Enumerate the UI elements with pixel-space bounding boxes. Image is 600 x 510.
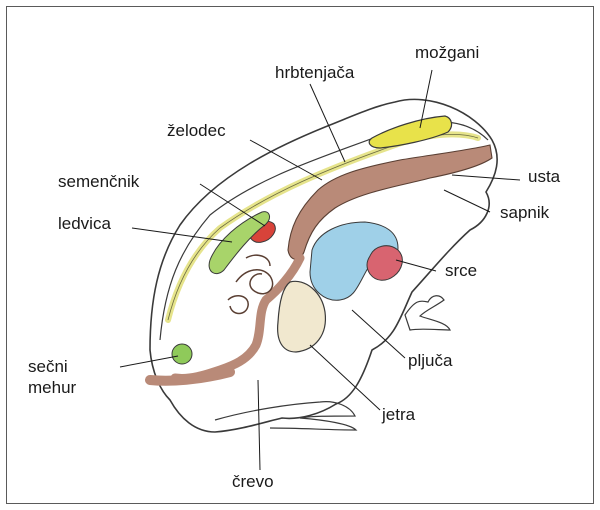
label-mehur: mehur [28, 378, 77, 397]
label-usta: usta [528, 167, 561, 186]
label-pljuca: pljuča [408, 351, 453, 370]
label-semencnik: semenčnik [58, 172, 140, 191]
cloaca [150, 372, 230, 381]
label-crevo: črevo [232, 472, 274, 491]
urinary-bladder [172, 344, 192, 364]
brain [369, 116, 451, 148]
front-leg [405, 296, 450, 330]
hind-leg [215, 402, 356, 430]
label-mozgani: možgani [415, 43, 479, 62]
label-ledvica: ledvica [58, 214, 111, 233]
label-zelodec: želodec [167, 121, 226, 140]
label-hrbtenjaca: hrbtenjača [275, 63, 355, 82]
label-secni: sečni [28, 357, 68, 376]
label-jetra: jetra [381, 405, 416, 424]
label-sapnik: sapnik [500, 203, 550, 222]
label-srce: srce [445, 261, 477, 280]
